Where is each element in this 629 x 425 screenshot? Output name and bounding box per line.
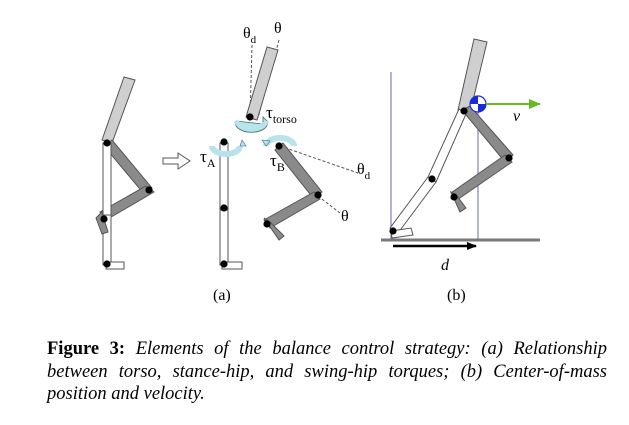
caption-label: Figure 3:: [47, 339, 126, 359]
stance-hip-joint: [220, 138, 228, 146]
left-swing-foot: [95, 211, 109, 235]
b-stance-ankle-joint: [389, 227, 397, 235]
swing-ankle-joint: [263, 220, 271, 228]
tau-a-label: τA: [200, 147, 216, 170]
b-swing-knee-joint: [505, 154, 513, 162]
swing-hip-joint: [275, 142, 283, 150]
swing-shank: [263, 191, 321, 229]
theta-d-top-label: θd: [243, 25, 257, 46]
left-stance-thigh: [102, 142, 112, 216]
theta-top-label: θ: [274, 20, 282, 37]
com-marker: [469, 95, 487, 113]
panel-a-labels: θd θ τtorso τA τB θd θ (a): [200, 20, 371, 304]
figure-caption: Figure 3: Elements of the balance contro…: [47, 338, 607, 406]
stance-ankle-joint: [220, 260, 228, 268]
center-stance-shank: [219, 209, 229, 266]
left-hip-joint: [103, 139, 111, 147]
left-ankle-joint: [103, 260, 111, 268]
theta-d-swing-line: [279, 145, 359, 174]
panel-a-stance: [209, 138, 247, 270]
stance-knee-joint: [220, 204, 228, 212]
swing-knee-joint: [314, 191, 322, 199]
b-swing-thigh: [461, 105, 514, 163]
left-stance-knee-joint: [100, 215, 108, 223]
theta-right-label: θ: [341, 208, 349, 225]
theta-swing-line: [317, 195, 341, 214]
torso-hip-joint: [246, 113, 254, 121]
left-swing-knee-joint: [145, 186, 153, 194]
b-hip-joint: [460, 107, 468, 115]
tau-b-label: τB: [270, 151, 285, 174]
theta-d-right-label: θd: [357, 161, 371, 182]
panel-a-torso: [233, 39, 280, 133]
b-stance-knee-joint: [428, 175, 436, 183]
b-swing-ankle-joint: [450, 193, 458, 201]
panel-b-label: (b): [447, 287, 466, 304]
caption-text: Elements of the balance control strategy…: [47, 339, 607, 404]
b-stance-thigh: [427, 108, 467, 183]
velocity-label: v: [513, 108, 521, 125]
b-swing-shank: [450, 154, 513, 201]
left-torso: [101, 76, 136, 144]
center-torso: [245, 46, 279, 121]
tau-torso-label: τtorso: [266, 103, 297, 126]
stance-hip-torque-arrow: [209, 145, 243, 157]
panel-b: v d (b): [381, 38, 541, 304]
distance-label: d: [441, 257, 450, 274]
left-biped: [95, 76, 155, 270]
b-stance-shank: [389, 176, 437, 234]
panel-a-swing: [261, 135, 359, 241]
panel-a-label: (a): [213, 287, 231, 304]
transition-arrow: [162, 152, 191, 170]
